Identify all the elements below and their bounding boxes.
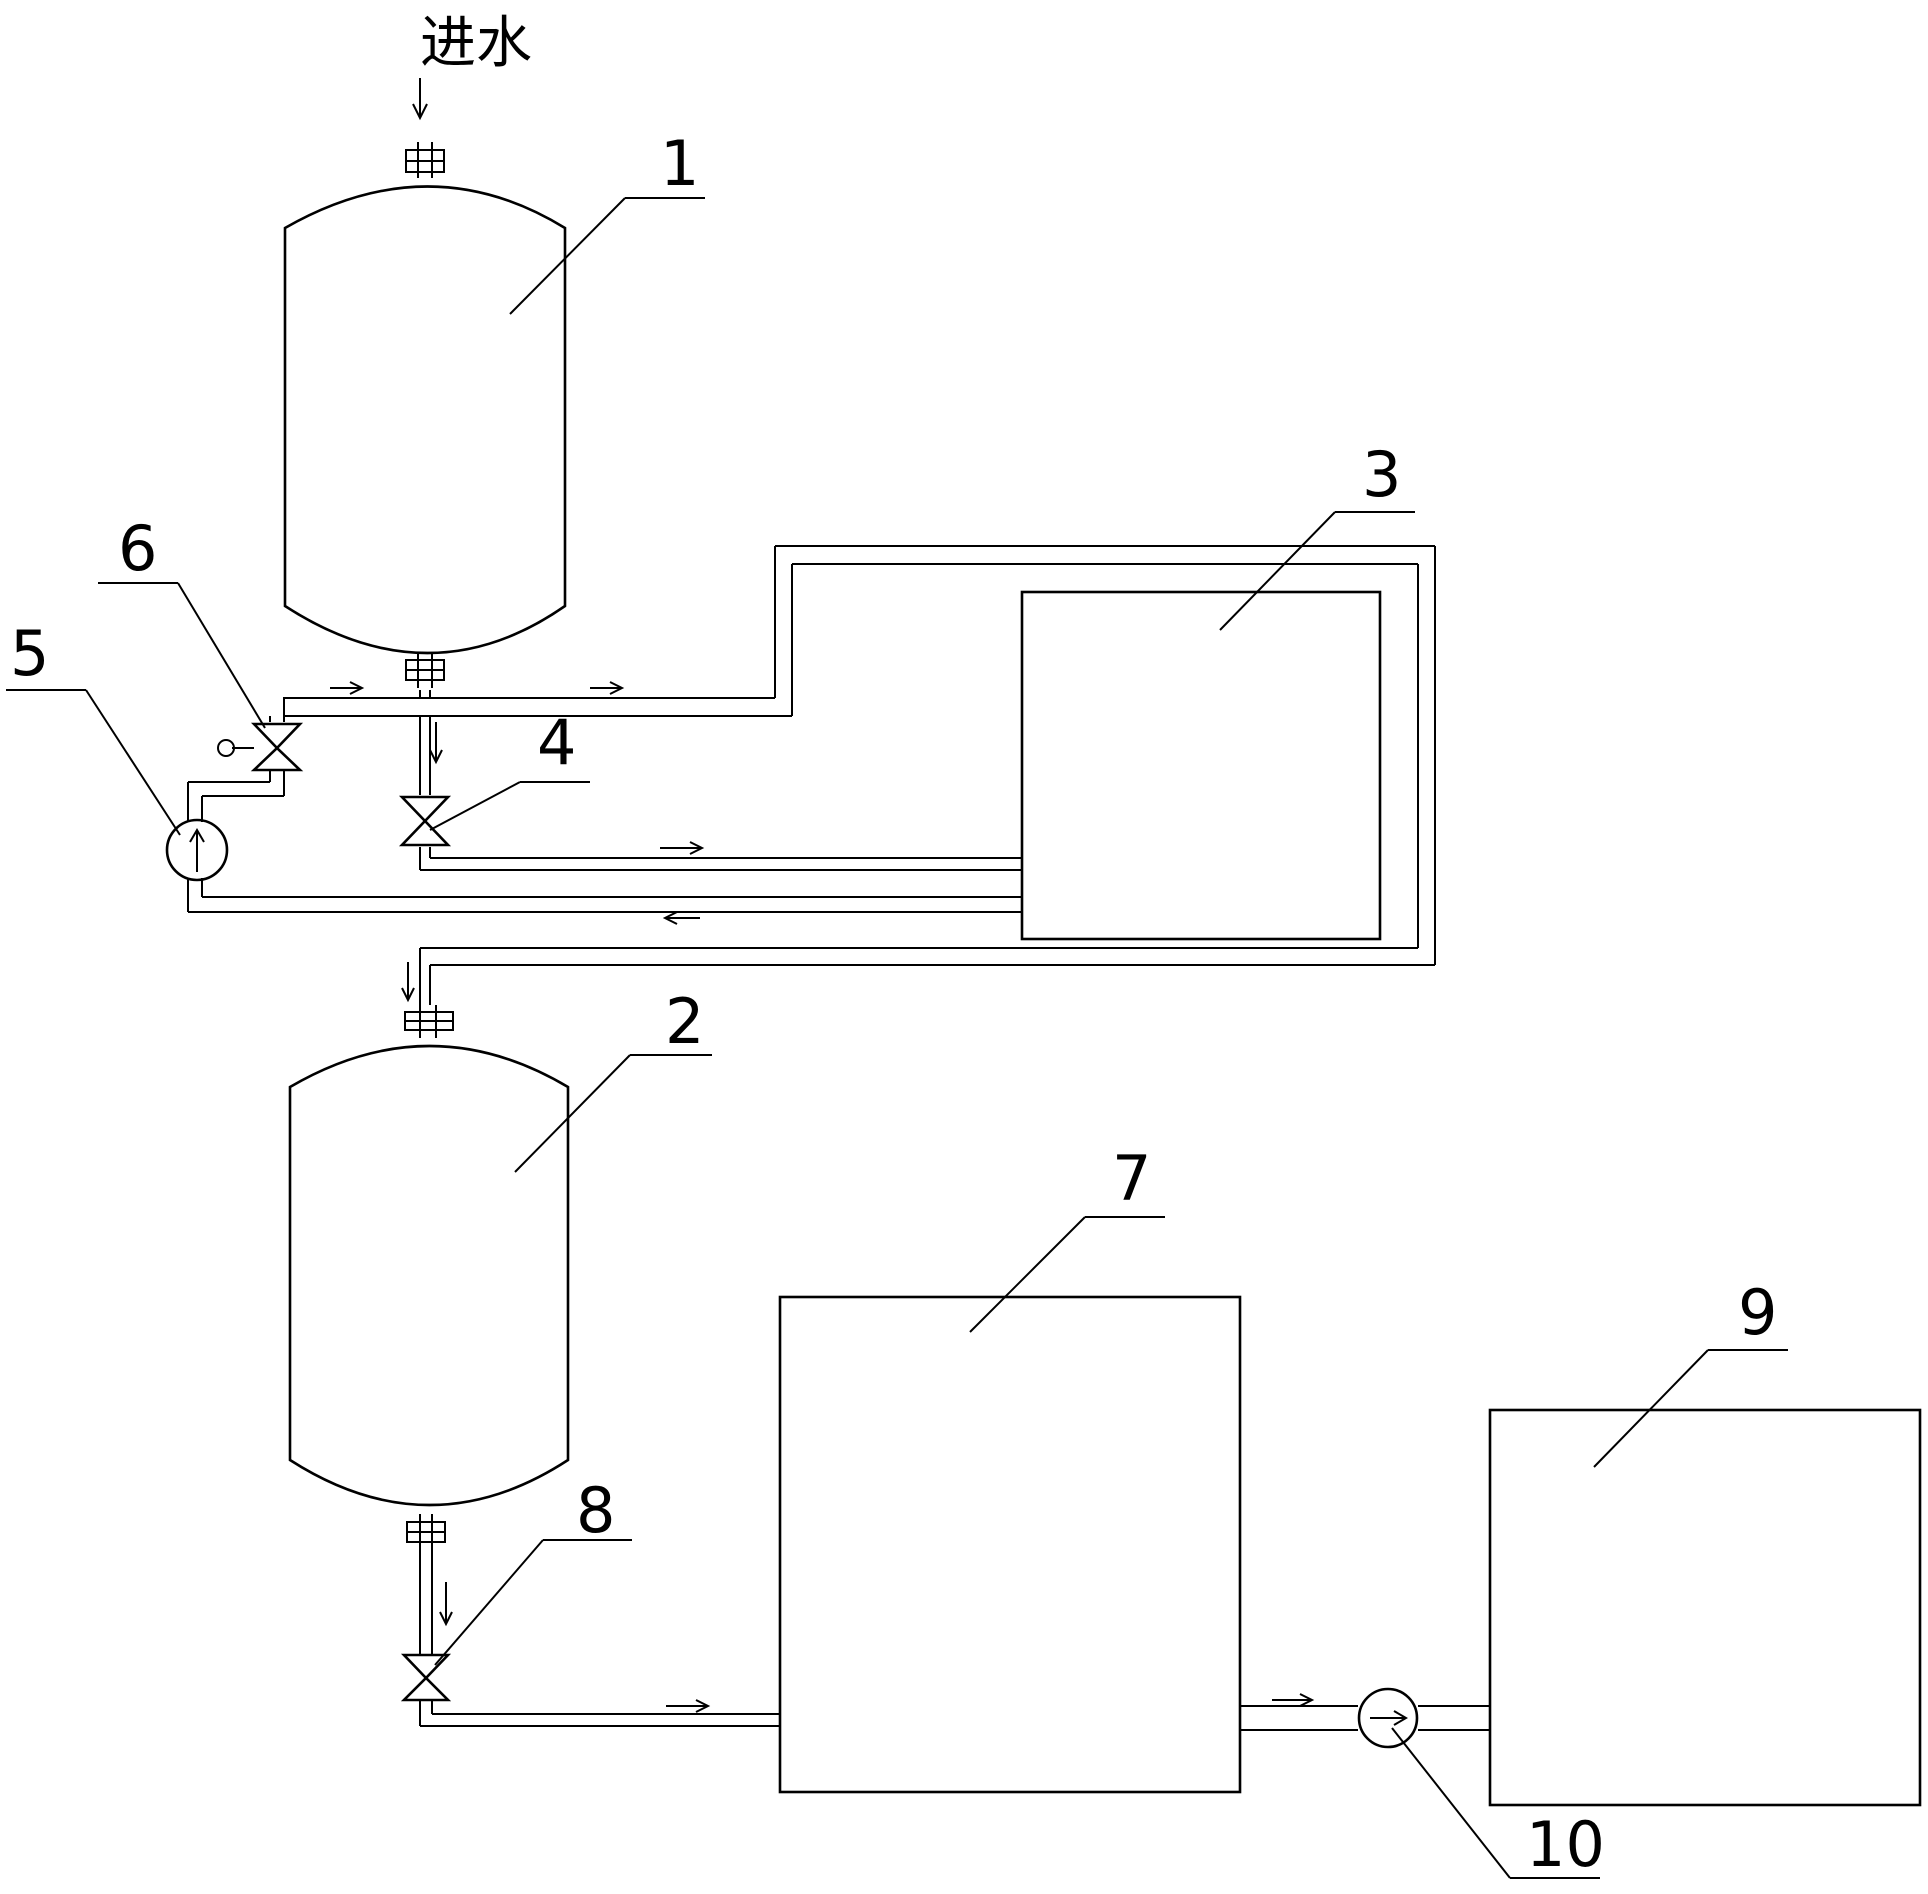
flow-arrow-to-box-7 [666, 1699, 711, 1713]
flow-arrow-into-tank-2 [401, 962, 415, 1003]
box-3 [1020, 590, 1382, 941]
leader-box-7 [969, 1216, 1165, 1333]
label-valve-8: 8 [576, 1474, 615, 1547]
tank-2-bottom-flange [406, 1514, 446, 1550]
tank-1-bottom-flange [405, 652, 445, 688]
leader-valve-4 [429, 781, 590, 831]
flow-arrow-down-valve-4 [429, 722, 443, 765]
inlet-flange [405, 142, 445, 178]
inlet-arrow [412, 78, 428, 121]
flow-arrow-top-1 [330, 681, 365, 695]
leader-box-3 [1219, 511, 1415, 631]
leader-pump-5 [6, 689, 181, 836]
label-valve-4: 4 [537, 706, 576, 779]
inlet-label: 进水 [420, 11, 532, 76]
label-box-7: 7 [1112, 1142, 1151, 1215]
tank-2 [288, 1044, 570, 1507]
tank-1 [283, 185, 567, 655]
valve-8 [400, 1653, 452, 1702]
pipe-tank1-outlet [283, 545, 1436, 1005]
flow-arrow-down-valve-8 [439, 1582, 453, 1627]
label-pump-5: 5 [10, 617, 49, 690]
leader-tank-2 [514, 1054, 712, 1173]
leader-box-9 [1593, 1349, 1788, 1468]
pipe-return [187, 698, 1022, 913]
valve-4 [398, 795, 452, 847]
leader-valve-8 [434, 1539, 632, 1666]
leader-tank-1 [509, 197, 705, 315]
label-valve-6: 6 [118, 512, 157, 585]
box-7 [778, 1295, 1242, 1794]
label-pump-10: 10 [1526, 1808, 1605, 1881]
valve-6 [217, 722, 304, 772]
flow-arrow-to-box-3 [660, 841, 705, 855]
pipe-tank2-outlet [419, 1550, 780, 1727]
flow-arrow-return [662, 911, 700, 925]
label-tank-2: 2 [665, 985, 704, 1058]
flow-arrow-to-pump-10 [1272, 1693, 1315, 1707]
pipe-box7-to-box9 [1240, 1705, 1490, 1731]
label-box-9: 9 [1738, 1276, 1777, 1349]
leader-valve-6 [98, 582, 266, 729]
pump-5 [165, 818, 229, 882]
leader-pump-10 [1391, 1727, 1600, 1879]
tank-2-top-flange [404, 1005, 454, 1038]
box-9 [1488, 1408, 1922, 1807]
label-box-3: 3 [1362, 438, 1401, 511]
pipe-to-valve-4 [419, 716, 1022, 871]
flow-arrow-top-2 [590, 681, 625, 695]
label-tank-1: 1 [660, 127, 699, 200]
pump-10 [1357, 1687, 1419, 1749]
